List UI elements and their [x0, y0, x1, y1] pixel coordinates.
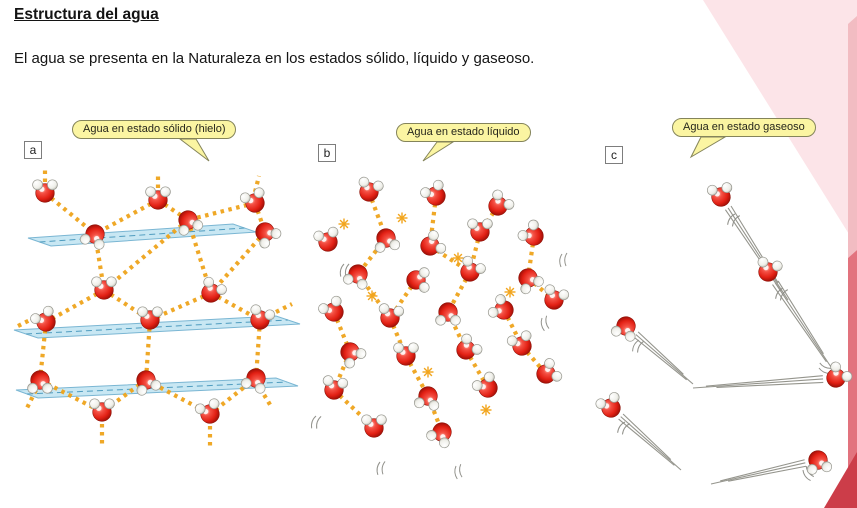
- water-molecule: [201, 276, 227, 303]
- water-molecule: [406, 267, 430, 293]
- water-molecule: [374, 228, 401, 253]
- callout-liquid-label: Agua en estado líquido: [396, 123, 531, 142]
- water-molecule: [706, 182, 733, 207]
- water-molecule: [536, 358, 563, 384]
- diagram-gaseous-water: [595, 182, 853, 485]
- water-molecule: [89, 398, 115, 422]
- motion-marks: [310, 252, 568, 480]
- panel-letter-c: c: [605, 146, 623, 164]
- speed-trails: [618, 205, 834, 485]
- water-molecule: [506, 330, 532, 356]
- water-molecule: [487, 294, 514, 320]
- water-molecule: [595, 392, 621, 418]
- water-molecule: [239, 187, 265, 213]
- water-molecule: [806, 450, 833, 475]
- callout-tail-liquid: [422, 141, 455, 162]
- water-molecule: [488, 189, 515, 216]
- bond-sparkles: [338, 212, 516, 416]
- water-molecule: [420, 230, 447, 256]
- water-molecule: [456, 333, 483, 360]
- water-molecule: [420, 179, 446, 206]
- callout-gas-label: Agua en estado gaseoso: [672, 118, 816, 137]
- water-molecule: [313, 226, 339, 252]
- water-molecule: [757, 256, 783, 282]
- water-molecule: [518, 268, 544, 295]
- water-molecule: [378, 303, 405, 328]
- water-molecule: [413, 386, 440, 411]
- water-molecule: [826, 361, 853, 388]
- water-molecule: [358, 176, 384, 202]
- water-molecule: [544, 284, 570, 310]
- diagram-liquid-water: [310, 176, 570, 480]
- water-molecule: [250, 304, 276, 330]
- water-molecule: [460, 255, 486, 282]
- water-molecule: [194, 398, 220, 424]
- dangling-bonds: [17, 170, 293, 448]
- water-molecule: [79, 224, 105, 250]
- water-molecule: [145, 186, 171, 210]
- diagram-solid-ice-lattice: [13, 170, 301, 448]
- water-molecule: [435, 302, 461, 326]
- callout-tail-gas: [689, 136, 727, 159]
- water-molecule: [91, 276, 117, 300]
- panel-letter-a: a: [24, 141, 42, 159]
- water-molecule: [30, 305, 56, 332]
- water-molecule: [340, 342, 367, 369]
- panel-letter-b: b: [318, 144, 336, 162]
- intro-text: El agua se presenta en la Naturaleza en …: [14, 50, 535, 67]
- page-title: Estructura del agua: [14, 6, 159, 23]
- water-molecule: [27, 370, 53, 394]
- water-molecule: [240, 368, 266, 394]
- water-molecule: [32, 179, 58, 203]
- water-molecule: [255, 222, 282, 249]
- water-molecule: [318, 295, 344, 322]
- water-molecule: [136, 370, 162, 396]
- water-molecule: [467, 218, 493, 242]
- water-molecule: [322, 375, 349, 400]
- water-molecule: [426, 422, 452, 449]
- callout-tail-solid: [178, 138, 210, 162]
- water-molecule: [361, 414, 387, 438]
- water-molecule: [342, 264, 368, 290]
- water-molecule: [517, 219, 544, 246]
- water-molecule: [137, 306, 163, 330]
- water-molecule: [393, 342, 419, 366]
- water-molecule: [178, 210, 204, 236]
- water-molecule: [610, 316, 636, 342]
- callout-solid-label: Agua en estado sólido (hielo): [72, 120, 237, 139]
- water-molecule: [471, 371, 498, 398]
